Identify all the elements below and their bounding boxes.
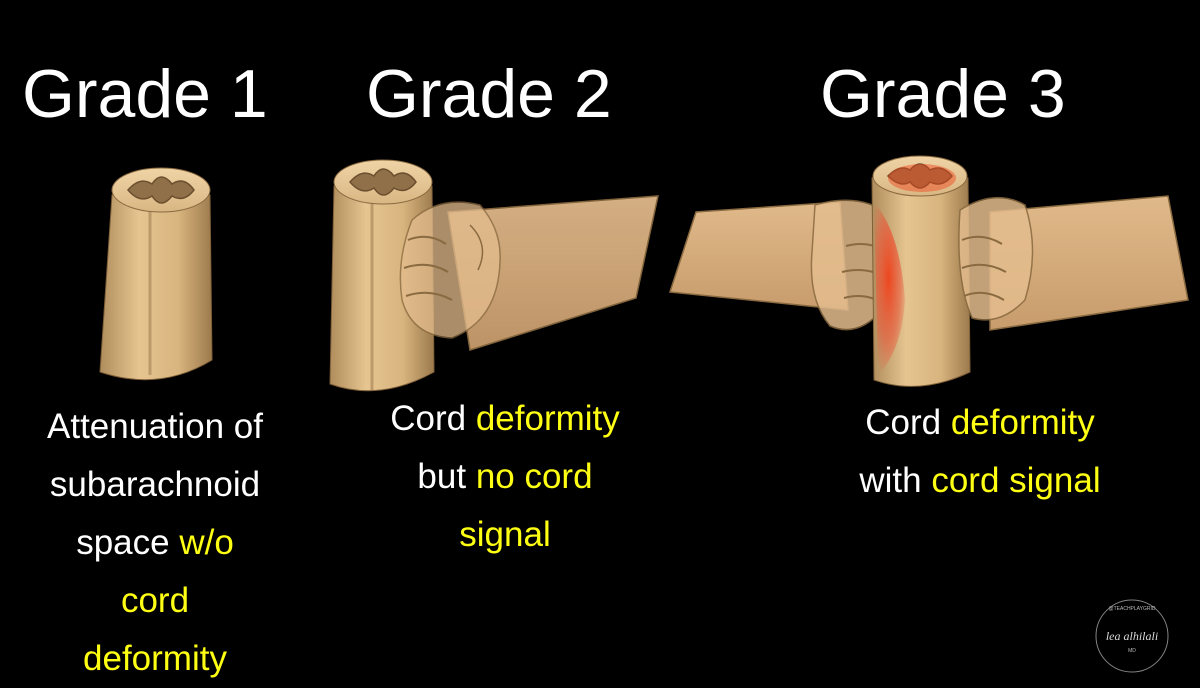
signature-logo: @TEACHPLAYGRID lea alhilali MD: [1095, 599, 1169, 673]
caption-highlight: no cord: [475, 457, 593, 496]
caption-text: with: [859, 461, 932, 500]
caption-line: Attenuation of: [47, 407, 263, 446]
caption-highlight: cord signal: [931, 461, 1101, 500]
grade-3-title: Grade 3: [820, 56, 1066, 132]
grade-1-title: Grade 1: [22, 56, 268, 132]
grade-3-caption: Cord deformity with cord signal: [810, 394, 1150, 510]
grade-3-spinal-cord: [871, 155, 971, 387]
grade-1-spinal-cord: [99, 167, 213, 381]
grade-2-fist: [399, 195, 659, 351]
caption-text: Cord: [865, 403, 951, 442]
caption-line: Cord deformity: [345, 390, 665, 448]
grade-1-caption: Attenuation of subarachnoid space w/o co…: [10, 398, 300, 688]
caption-text: but: [417, 457, 476, 496]
grade-2-spinal-cord: [329, 159, 435, 392]
caption-highlight: cord: [120, 581, 190, 620]
caption-line: subarachnoid: [49, 465, 261, 504]
grade-2-caption: Cord deformity but no cord signal: [345, 390, 665, 564]
signature-top-text: @TEACHPLAYGRID: [1109, 606, 1156, 612]
caption-highlight: deformity: [475, 399, 620, 438]
caption-highlight: deformity: [83, 639, 227, 678]
caption-highlight: w/o: [179, 523, 234, 562]
caption-highlight: signal: [459, 515, 551, 554]
signature-name: lea alhilali: [1106, 629, 1158, 643]
caption-line: Cord deformity: [810, 394, 1150, 452]
caption-line: space w/o: [10, 514, 300, 572]
grade-2-title: Grade 2: [366, 56, 612, 132]
signature-suffix: MD: [1128, 648, 1136, 654]
caption-text: Cord: [390, 399, 476, 438]
caption-line: with cord signal: [810, 452, 1150, 510]
caption-text: space: [76, 523, 180, 562]
grade-3-right-fist: [958, 195, 1189, 331]
caption-highlight: deformity: [950, 403, 1095, 442]
grade-3-left-fist: [668, 199, 897, 331]
caption-line: but no cord: [345, 448, 665, 506]
